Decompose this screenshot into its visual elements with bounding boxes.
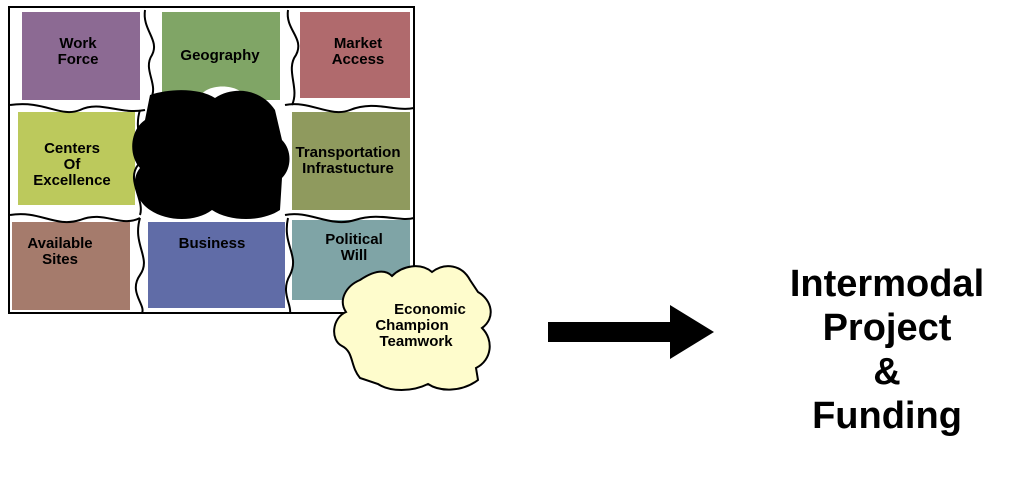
puzzle-label-geography: Geography <box>180 47 260 64</box>
outcome-line: & <box>873 351 901 393</box>
puzzle-piece-centers-of-excellence <box>18 112 135 205</box>
outcome-line: Project <box>822 307 952 349</box>
puzzle-label-work-force: Force <box>58 51 99 68</box>
puzzle-piece-work-force <box>22 12 140 100</box>
puzzle-piece-market-access <box>300 12 410 98</box>
puzzle-label-economic-champion-teamwork: Teamwork <box>379 333 453 350</box>
outcome-line: Funding <box>812 395 962 437</box>
puzzle-label-available-sites: Available <box>27 235 92 252</box>
puzzle-piece-available-sites <box>12 222 130 310</box>
puzzle-piece-missing <box>132 90 290 219</box>
outcome-line: Intermodal <box>789 263 985 305</box>
puzzle-seams <box>9 9 415 314</box>
puzzle-label-economic-champion-teamwork: Champion <box>375 317 448 334</box>
puzzle-piece-business <box>148 222 285 308</box>
outcome-text: Intermodal Project & Funding <box>756 262 1018 438</box>
puzzle-piece-transportation-infrastructure <box>292 112 410 210</box>
puzzle-label-centers-of-excellence: Excellence <box>33 172 111 189</box>
puzzle-label-centers-of-excellence: Centers <box>44 140 100 157</box>
puzzle-label-market-access: Market <box>334 35 382 52</box>
puzzle-label-economic-champion-teamwork: Economic <box>394 301 466 318</box>
puzzle-label-market-access: Access <box>332 51 385 68</box>
puzzle-piece-economic-champion-teamwork <box>333 265 492 391</box>
puzzle-label-available-sites: Sites <box>42 251 78 268</box>
puzzle-label-transportation-infrastructure: Infrastucture <box>302 160 394 177</box>
right-arrow <box>548 305 714 359</box>
puzzle-piece-geography <box>162 12 280 100</box>
puzzle-label-political-will: Political <box>325 231 383 248</box>
puzzle-label-transportation-infrastructure: Transportation <box>295 144 400 161</box>
puzzle-label-political-will: Will <box>341 247 368 264</box>
puzzle-label-centers-of-excellence: Of <box>64 156 82 173</box>
right-arrow-shape <box>548 305 714 359</box>
puzzle-label-work-force: Work <box>59 35 97 52</box>
puzzle-label-business: Business <box>179 235 246 252</box>
